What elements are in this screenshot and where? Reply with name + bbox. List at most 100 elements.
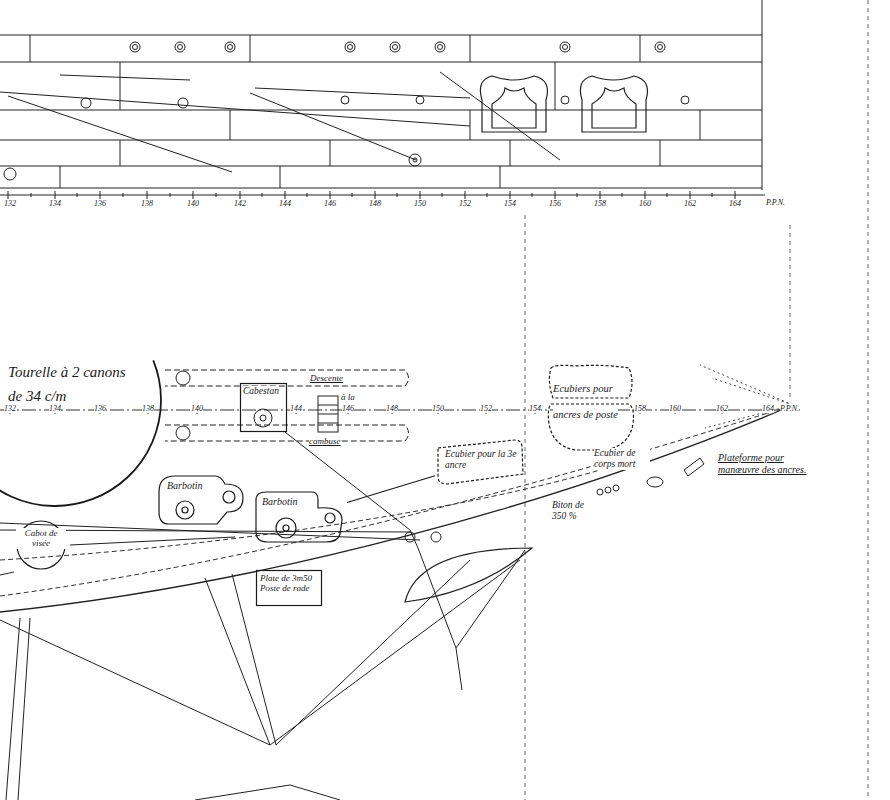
- bulwark-line: [0, 405, 793, 596]
- bow-sight-line: [700, 365, 793, 428]
- node-label: Tourelle à 2 canons de 34 c/m: [8, 360, 143, 408]
- frame-line: [525, 0, 868, 800]
- rail-end: [176, 371, 190, 440]
- wildcat-outline: Barbotin: [155, 472, 245, 527]
- hawse-pipe-outline: [545, 362, 637, 454]
- capstan-symbol: [254, 409, 272, 427]
- frame-number: 144: [279, 199, 291, 208]
- frame-number: 156: [549, 199, 561, 208]
- frame-number: 146: [342, 404, 354, 413]
- text-block: Ecubiers pour ancres de poste: [553, 376, 633, 428]
- bulwark-line: [0, 405, 793, 596]
- frame-number: 158: [594, 199, 606, 208]
- deck-fitting: [684, 458, 704, 476]
- frame-number: 150: [414, 199, 426, 208]
- part-label: Biton de 350 %: [552, 500, 594, 522]
- part-label: Descente: [310, 373, 343, 383]
- hull-outline: [0, 405, 793, 612]
- frame-scale: [0, 195, 765, 196]
- sighting-post-circle: [17, 521, 65, 569]
- deck-fitting: [647, 477, 663, 487]
- rail-end: [176, 426, 190, 440]
- deck-fitting: [405, 532, 415, 542]
- frame-number: 132: [4, 404, 16, 413]
- wildcat-outline: [256, 492, 342, 542]
- chain-stopper-rod: [413, 158, 417, 162]
- hull-outline: [0, 405, 793, 612]
- porthole: [390, 42, 400, 52]
- porthole: [658, 45, 663, 50]
- porthole: [435, 42, 445, 52]
- porthole: [681, 96, 689, 104]
- chain-connector: [347, 476, 435, 503]
- turret-circle: [0, 360, 161, 506]
- frame-number: 140: [191, 404, 203, 413]
- chain-stopper-rod: [4, 168, 16, 180]
- part-label: Ecubier de corps mort: [594, 448, 650, 470]
- capstan-box: [241, 384, 287, 432]
- hatch-symbol: [318, 405, 338, 423]
- sighting-post-circle: [17, 521, 65, 569]
- node-label: Cabestan: [243, 386, 279, 397]
- frame-number: 132: [4, 199, 16, 208]
- chain-stopper-rod: [409, 154, 421, 166]
- text-block: Ecubier pour la 3e ancre: [445, 449, 517, 471]
- node-label: Ecubier pour la 3e ancre: [445, 449, 517, 471]
- porthole: [345, 42, 355, 52]
- text-block: Cabot de visée: [16, 528, 66, 549]
- plate-box: Plate de 3m50Poste de rade: [256, 570, 322, 606]
- frame-number: 158: [634, 404, 646, 413]
- hull-side-elevation: [30, 35, 700, 188]
- hatch-symbol: [318, 396, 338, 432]
- porthole: [178, 45, 183, 50]
- porthole: [228, 45, 233, 50]
- hawse-pipe-outline: [438, 440, 523, 484]
- hawse-pipe-elevation: [480, 76, 547, 132]
- wildcat-outline: [325, 513, 335, 523]
- plate-box: [257, 571, 322, 606]
- porthole: [561, 96, 569, 104]
- deck-fitting: [605, 487, 611, 493]
- wildcat-outline: [223, 491, 235, 503]
- capstan-box: [241, 384, 287, 432]
- frame-number: 150: [432, 404, 444, 413]
- turret-circle: [0, 360, 161, 506]
- frame-number: 144: [290, 404, 302, 413]
- boat: [405, 548, 532, 602]
- frame-number: 162: [684, 199, 696, 208]
- frame-number: 152: [480, 404, 492, 413]
- perpendicular-mark: P.P.N.: [780, 404, 799, 413]
- wildcat-outline: [159, 476, 243, 524]
- deck-fitting: [597, 489, 603, 495]
- chain-stopper-rod: [0, 72, 560, 180]
- frame-number: 142: [234, 199, 246, 208]
- frame-number: 148: [386, 404, 398, 413]
- hawse-pipe-outline: [438, 440, 523, 484]
- deck-fitting: [431, 532, 441, 542]
- node-label: Plate de 3m50: [260, 573, 312, 583]
- frame-number: 148: [369, 199, 381, 208]
- porthole: [560, 42, 570, 52]
- plate-box: [257, 571, 322, 606]
- chain-stopper-rod: [0, 72, 560, 172]
- text-block: Plate de 3m50Poste de rade: [260, 573, 340, 594]
- text-block: Barbotin: [167, 480, 237, 492]
- frame-number: 164: [762, 404, 774, 413]
- hawse-pipe-elevation: [492, 88, 536, 128]
- rail-end: [176, 371, 190, 385]
- hull-side-elevation: [0, 0, 762, 190]
- frame-scale: [31, 193, 712, 197]
- hatch-symbol: [318, 396, 338, 432]
- hawse-pipe-outline: [548, 365, 633, 450]
- sighting-post-circle: Cabot de visée: [16, 520, 66, 570]
- deck-fitting: [613, 485, 619, 491]
- porthole: [348, 45, 353, 50]
- wildcat-outline: [182, 507, 188, 513]
- part-label: cambuse: [309, 436, 341, 446]
- text-block: Tourelle à 2 canons de 34 c/m: [8, 360, 143, 408]
- part-label: à la: [341, 392, 355, 402]
- wildcat-outline: [176, 501, 194, 519]
- frame-number: 164: [729, 199, 741, 208]
- porthole: [175, 42, 185, 52]
